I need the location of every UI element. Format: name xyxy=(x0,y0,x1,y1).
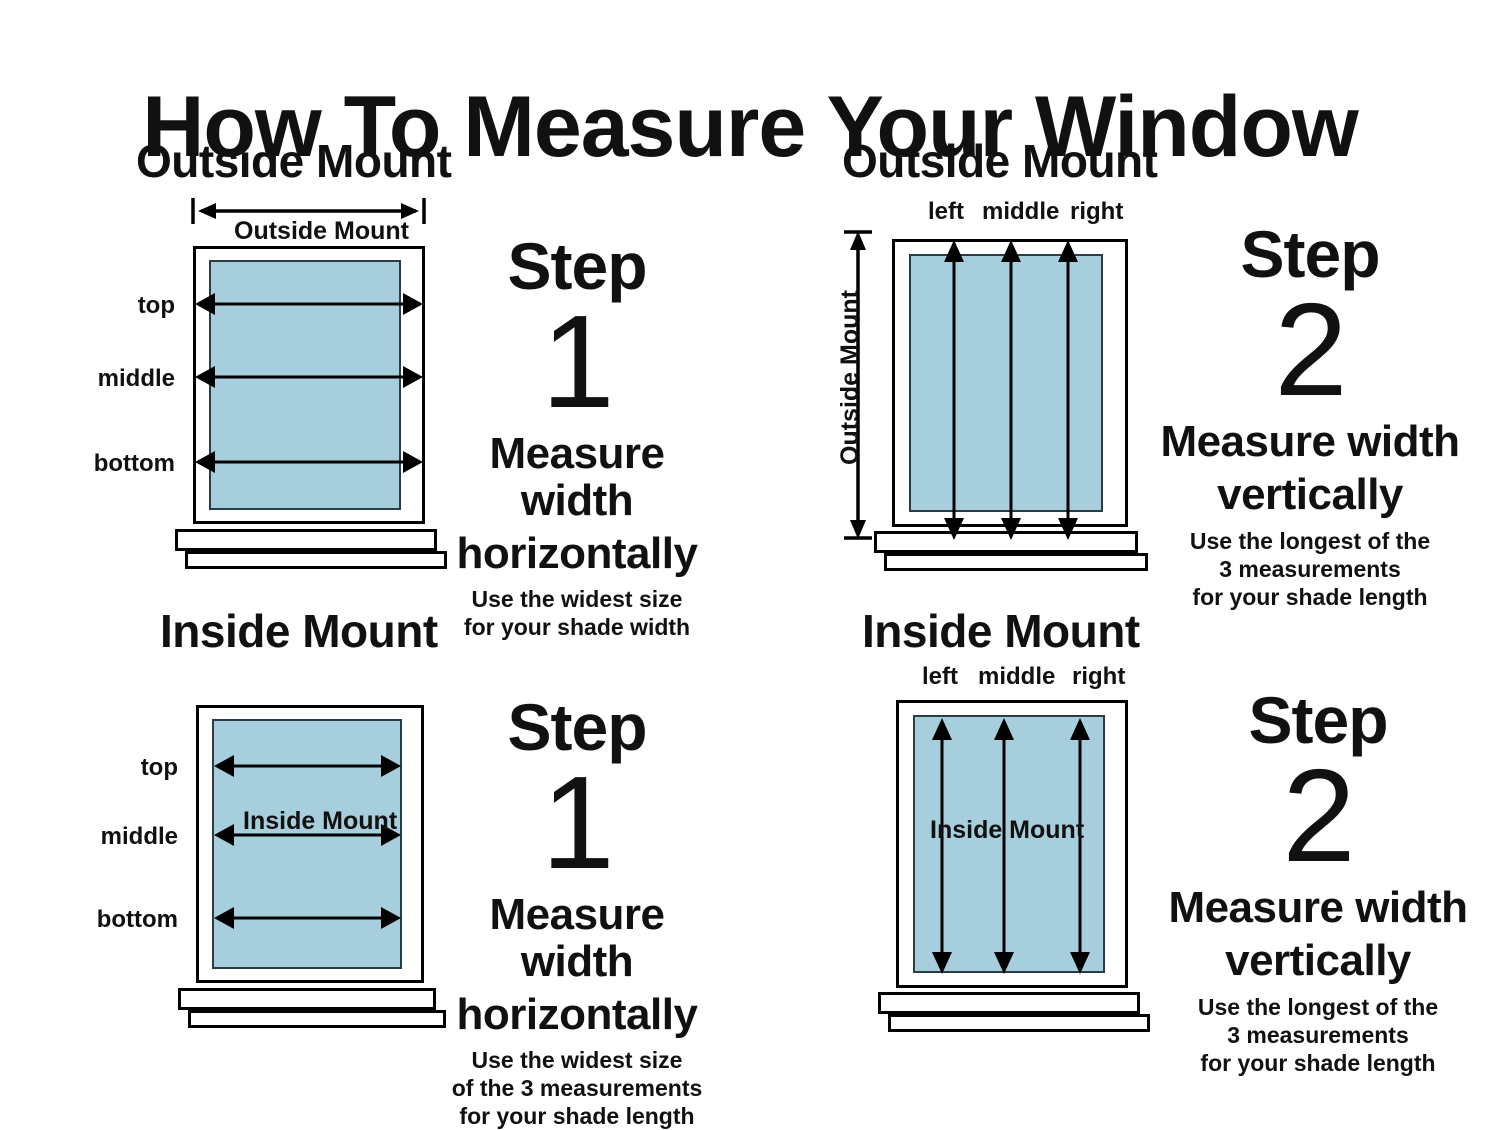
step-block: Step 2 Measure width vertically Use the … xyxy=(1158,683,1478,1077)
panel-inside-mount-step-1: Inside Mount Inside Mount top middle b xyxy=(0,530,750,1129)
instruction-line-1: Measure width xyxy=(1160,417,1460,467)
caption-line-2: 3 measurements xyxy=(1227,1021,1409,1048)
column-label-middle: middle xyxy=(978,663,1056,690)
window-glass xyxy=(909,254,1103,512)
caption-line-3: for your shade length xyxy=(1200,1049,1436,1076)
row-label-middle: middle xyxy=(100,823,178,850)
caption-line-1: Use the widest size xyxy=(471,1047,683,1074)
caption-line-1: Use the longest of the xyxy=(1197,993,1439,1020)
measure-arrows-vertical xyxy=(944,240,1078,540)
window-sill-upper xyxy=(175,529,437,551)
window-diagram xyxy=(175,246,447,569)
page-title: How To Measure Your Window xyxy=(142,78,1359,175)
row-label-bottom: bottom xyxy=(96,906,178,933)
panel-outside-mount-step-2: Outside Mount left middle right Outside … xyxy=(750,0,1500,610)
step-block: Step 1 Measure width horizontally Use th… xyxy=(432,229,722,641)
caption-line-1: Use the longest of the xyxy=(1189,527,1431,554)
step-number: 2 xyxy=(1282,741,1355,889)
step-number: 2 xyxy=(1274,275,1347,423)
column-label-right: right xyxy=(1070,198,1124,225)
step-word: Step xyxy=(507,229,647,303)
window-sill-lower xyxy=(888,1014,1150,1032)
column-label-left: left xyxy=(922,663,958,690)
instruction-line-1: Measure width xyxy=(489,429,665,526)
caption-line-1: Use the widest size xyxy=(471,586,683,613)
caption-line-2: of the 3 measurements xyxy=(451,1075,703,1102)
panel-outside-mount-step-1: Outside Mount Outside Mount xyxy=(0,0,750,640)
window-sill-upper xyxy=(878,992,1140,1014)
instruction-line-1: Measure width xyxy=(489,890,665,987)
panel-heading: Inside Mount xyxy=(160,605,438,657)
window-sill-upper xyxy=(874,531,1138,553)
row-label-middle: middle xyxy=(97,365,175,392)
window-glass xyxy=(209,260,401,510)
panel-inside-mount-step-2: Inside Mount left middle right xyxy=(750,530,1500,1076)
window-diagram xyxy=(878,700,1150,1032)
row-label-top: top xyxy=(137,292,175,319)
step-word: Step xyxy=(507,690,647,764)
column-label-middle: middle xyxy=(982,198,1060,225)
column-label-right: right xyxy=(1072,663,1126,690)
step-number: 1 xyxy=(541,748,614,896)
measure-arrows-horizontal xyxy=(214,755,401,929)
row-label-top: top xyxy=(140,754,178,781)
window-glass xyxy=(212,719,402,969)
panel-heading: Outside Mount xyxy=(842,135,1158,187)
panel-heading: Outside Mount xyxy=(136,135,452,187)
instruction-line-2: vertically xyxy=(1217,470,1403,520)
step-block: Step 1 Measure width horizontally Use th… xyxy=(432,690,722,1130)
caption-line-2: for your shade width xyxy=(463,614,691,641)
dimension-line-vertical xyxy=(844,230,872,540)
window-sill-upper xyxy=(178,988,436,1010)
instruction-line-2: horizontally xyxy=(456,989,698,1039)
panel-heading: Inside Mount xyxy=(862,605,1140,657)
step-number: 1 xyxy=(541,287,614,435)
dimension-line-horizontal xyxy=(191,198,426,224)
window-sill-lower xyxy=(884,553,1148,571)
window-sill-lower xyxy=(185,551,447,569)
measure-arrows-horizontal xyxy=(195,293,423,473)
dimension-label-inside-mount: Inside Mount xyxy=(930,816,1085,844)
instruction-line-2: horizontally xyxy=(456,528,698,578)
caption-line-3: for your shade length xyxy=(1192,583,1428,610)
step-block: Step 2 Measure width vertically Use the … xyxy=(1150,217,1470,611)
caption-line-2: 3 measurements xyxy=(1219,555,1401,582)
row-label-bottom: bottom xyxy=(93,450,175,477)
instruction-line-1: Measure width xyxy=(1168,883,1468,933)
window-sill-lower xyxy=(188,1010,446,1028)
step-word: Step xyxy=(1248,683,1388,757)
dimension-label-inside-mount: Inside Mount xyxy=(243,807,398,835)
dimension-label-outside-mount: Outside Mount xyxy=(234,217,409,245)
step-word: Step xyxy=(1240,217,1380,291)
column-label-left: left xyxy=(928,198,964,225)
measure-arrows-vertical xyxy=(932,718,1090,974)
window-diagram xyxy=(178,705,446,1028)
window-glass xyxy=(913,715,1105,973)
instruction-line-2: vertically xyxy=(1225,936,1411,986)
caption-line-3: for your shade length xyxy=(459,1103,695,1130)
